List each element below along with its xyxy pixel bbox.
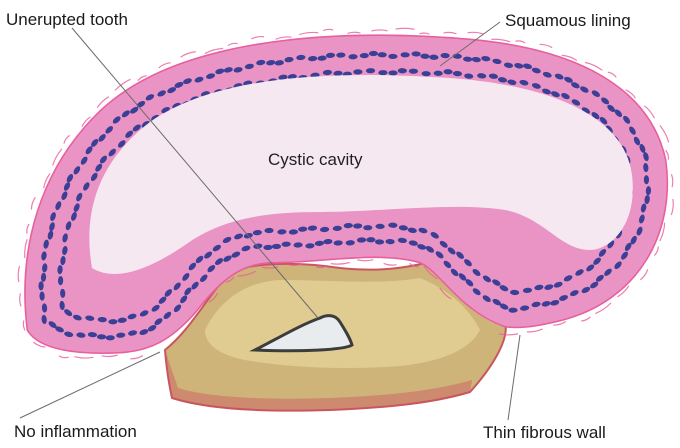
fibrous-strand bbox=[660, 126, 669, 143]
fibrous-strand bbox=[499, 334, 518, 335]
fibrous-strand bbox=[384, 263, 397, 265]
fibrous-strand bbox=[396, 28, 415, 29]
fibrous-strand bbox=[20, 293, 21, 306]
fibrous-strand bbox=[515, 41, 525, 43]
fibrous-strand bbox=[159, 63, 171, 68]
fibrous-strand bbox=[130, 356, 143, 359]
fibrous-strand bbox=[64, 135, 70, 143]
nucleus bbox=[508, 308, 517, 313]
nucleus bbox=[378, 52, 387, 57]
fibrous-strand bbox=[347, 32, 360, 33]
fibrous-strand bbox=[419, 33, 429, 34]
fibrous-strand bbox=[18, 266, 19, 282]
fibrous-strand bbox=[640, 269, 647, 280]
fibrous-strand bbox=[331, 262, 350, 264]
fibrous-strand bbox=[654, 247, 658, 256]
label-squamous-lining: Squamous lining bbox=[505, 11, 631, 31]
fibrous-strand bbox=[299, 32, 318, 34]
fibrous-strand bbox=[74, 357, 93, 358]
fibrous-strand bbox=[540, 44, 553, 47]
nucleus bbox=[388, 70, 397, 75]
fibrous-strand bbox=[581, 317, 590, 321]
fibrous-strand bbox=[608, 72, 617, 77]
fibrous-strand bbox=[23, 320, 25, 330]
fibrous-strand bbox=[527, 329, 543, 332]
fibrous-strand bbox=[276, 37, 292, 39]
fibrous-strand bbox=[371, 30, 387, 31]
label-thin-fibrous-wall: Thin fibrous wall bbox=[483, 423, 606, 443]
fibrous-strand bbox=[59, 356, 69, 358]
label-cystic-cavity: Cystic cavity bbox=[268, 150, 362, 170]
fibrous-strand bbox=[31, 197, 35, 209]
fibrous-strand bbox=[102, 355, 118, 356]
fibrous-strand bbox=[468, 32, 484, 34]
label-no-inflammation: No inflammation bbox=[14, 422, 137, 442]
fibrous-strand bbox=[27, 224, 29, 234]
fibrous-strand bbox=[444, 32, 457, 33]
fibrous-strand bbox=[228, 43, 238, 45]
fibrous-strand bbox=[357, 260, 373, 261]
leader-thin-fibrous-wall bbox=[508, 335, 520, 420]
fibrous-strand bbox=[323, 29, 333, 30]
fibrous-strand bbox=[251, 37, 264, 39]
fibrous-strand bbox=[671, 199, 673, 215]
label-unerupted-tooth: Unerupted tooth bbox=[6, 10, 128, 30]
fibrous-strand bbox=[181, 52, 196, 57]
nucleus bbox=[264, 228, 273, 233]
leader-no-inflammation bbox=[20, 352, 160, 418]
fibrous-strand bbox=[671, 174, 672, 187]
bone-light-area bbox=[205, 278, 480, 368]
